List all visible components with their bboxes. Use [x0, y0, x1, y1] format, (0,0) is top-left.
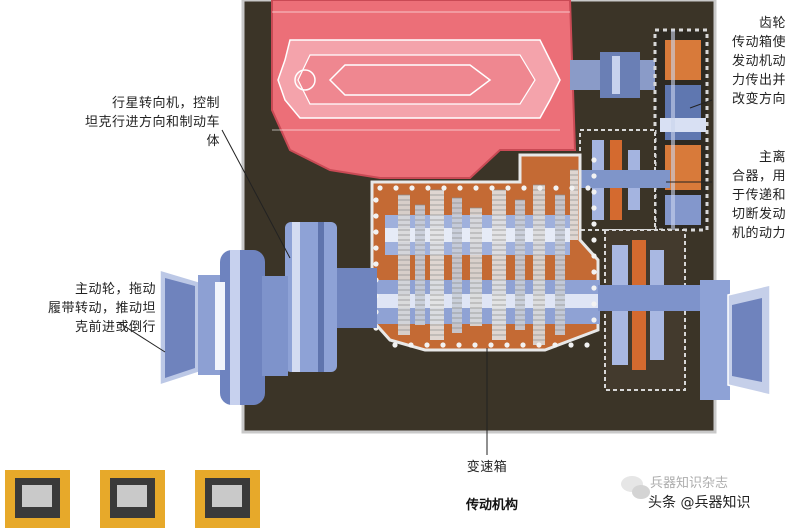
bolt-2	[409, 185, 415, 191]
bolt-37	[591, 173, 597, 179]
bolt-10	[537, 185, 543, 191]
bolt-5	[457, 185, 463, 191]
bolt-29	[373, 229, 379, 235]
engine-block	[271, 0, 577, 179]
bolt-40	[591, 221, 597, 227]
bolt-36	[591, 157, 597, 163]
gear-4	[470, 208, 482, 326]
bolt-43	[591, 269, 597, 275]
bolt-24	[552, 342, 558, 348]
bolt-15	[408, 342, 414, 348]
bolt-38	[591, 189, 597, 195]
gear-3	[452, 198, 462, 333]
bolt-12	[569, 185, 575, 191]
bolt-26	[584, 342, 590, 348]
housing-bolts	[373, 157, 597, 348]
gearbox-gears	[398, 169, 578, 345]
leader-lines	[117, 99, 713, 455]
engine-output-shaft	[570, 52, 660, 98]
bolt-23	[536, 342, 542, 348]
bolt-16	[424, 342, 430, 348]
main-clutch-label: 主离 合器，用 于传递和 切断发动 机的动力	[731, 150, 786, 241]
bolt-22	[520, 342, 526, 348]
bolt-18	[456, 342, 462, 348]
bolt-8	[505, 185, 511, 191]
bolt-13	[585, 185, 591, 191]
watermark-faint-text: 兵器知识杂志	[650, 476, 729, 491]
bolt-4	[441, 185, 447, 191]
gear-transfer-box-label: 齿轮 传动箱使 发动机动 力传出并 改变方向	[731, 16, 786, 107]
bolt-20	[488, 342, 494, 348]
planetary-steering-label: 行星转向机，控制 坦克行进方向和制动车 体	[84, 96, 220, 149]
bolt-46	[591, 317, 597, 323]
bolt-14	[392, 342, 398, 348]
housing-frame	[241, 0, 717, 434]
bolt-7	[489, 185, 495, 191]
bolt-44	[591, 285, 597, 291]
bolt-31	[373, 261, 379, 267]
final-drive-right	[598, 229, 771, 400]
bolt-9	[521, 185, 527, 191]
bolt-41	[591, 237, 597, 243]
bolt-6	[473, 185, 479, 191]
bolt-39	[591, 205, 597, 211]
bolt-25	[568, 342, 574, 348]
drive-sprocket-label: 主动轮，拖动 履带转动，推动坦 克前进或倒行	[47, 282, 156, 335]
bolt-21	[504, 342, 510, 348]
bolt-3	[425, 185, 431, 191]
bolt-30	[373, 245, 379, 251]
bolt-42	[591, 253, 597, 259]
bolt-28	[373, 213, 379, 219]
gear-transfer-box	[653, 28, 709, 232]
bolt-19	[472, 342, 478, 348]
diagram-caption: 传动机构	[466, 498, 519, 513]
bolt-17	[440, 342, 446, 348]
transmission-label: 变速箱	[466, 460, 508, 475]
watermark-main-text: 头条 @兵器知识	[648, 495, 751, 511]
watermark-logo-icon	[621, 476, 650, 499]
bolt-1	[393, 185, 399, 191]
bolt-0	[377, 185, 383, 191]
bottom-illustrations	[5, 470, 260, 528]
planetary-steering-unit	[285, 222, 377, 372]
drive-sprocket	[159, 250, 288, 405]
bolt-45	[591, 301, 597, 307]
bolt-27	[373, 197, 379, 203]
bolt-11	[553, 185, 559, 191]
